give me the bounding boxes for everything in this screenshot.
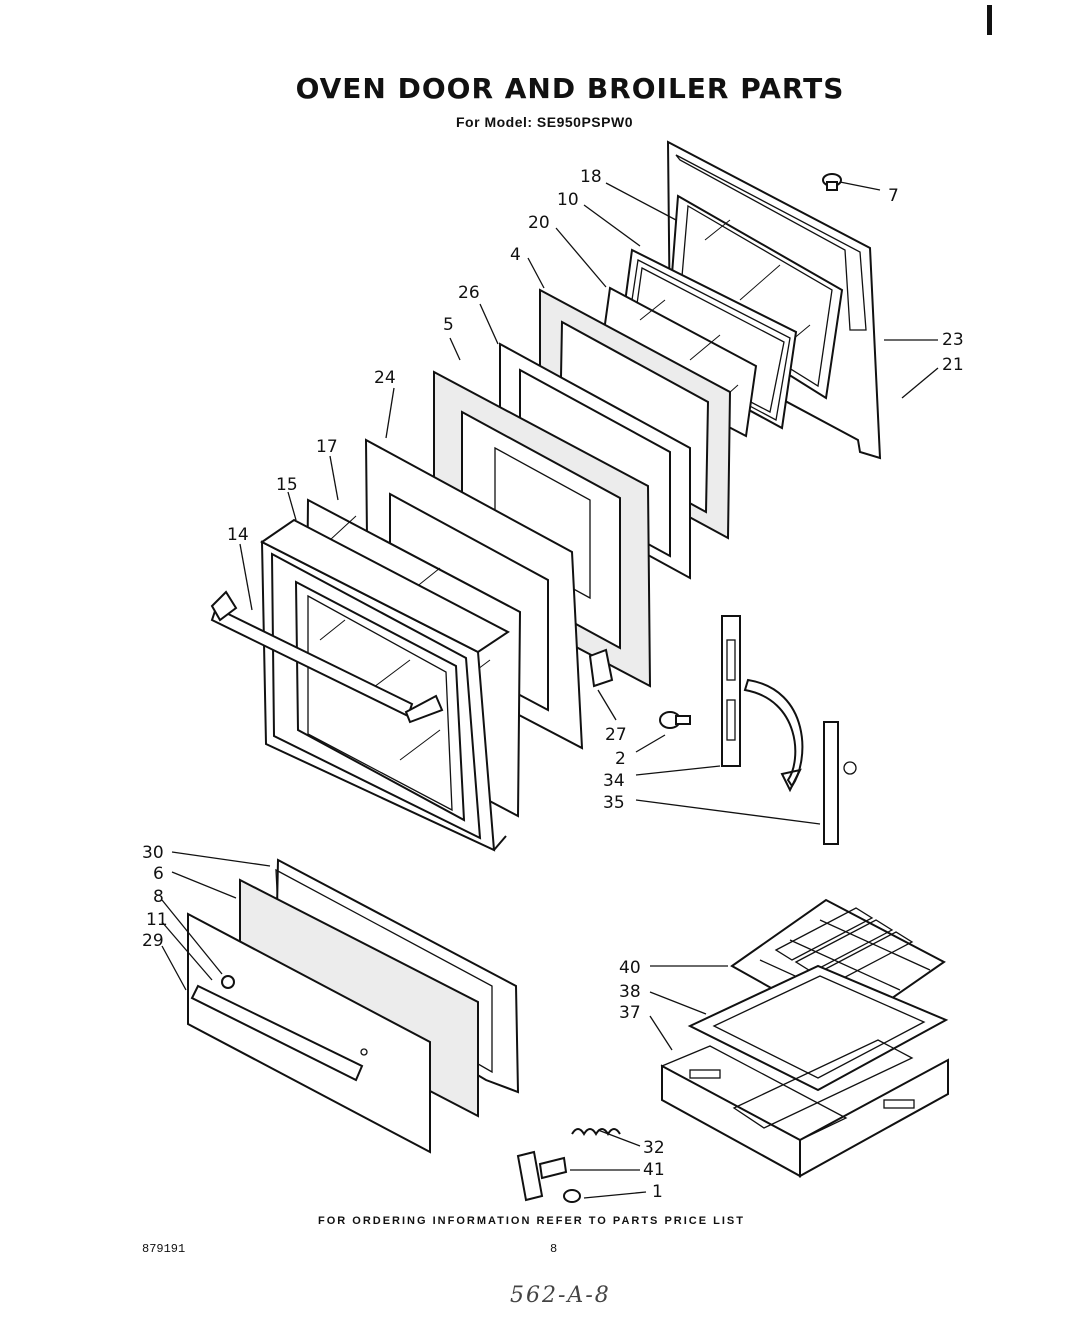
label-7: 7 — [888, 186, 899, 206]
label-34: 34 — [603, 771, 625, 791]
label-21: 21 — [942, 355, 964, 375]
page-title: OVEN DOOR AND BROILER PARTS — [295, 72, 845, 105]
model-subtitle: For Model: SE950PSPW0 — [456, 114, 633, 130]
part-34-hinge — [721, 615, 741, 767]
part-41-bracket — [516, 1150, 568, 1202]
part-35-hinge-receiver — [823, 721, 857, 845]
label-20: 20 — [528, 213, 550, 233]
page-number: 8 — [550, 1242, 558, 1256]
label-2: 2 — [615, 749, 626, 769]
label-5: 5 — [443, 315, 454, 335]
part-27-hinge-piece — [588, 648, 614, 688]
handwritten-note: 562-A-8 — [510, 1283, 611, 1308]
label-4: 4 — [510, 245, 521, 265]
label-35: 35 — [603, 793, 625, 813]
label-14: 14 — [227, 525, 249, 545]
label-41: 41 — [643, 1160, 665, 1180]
label-30: 30 — [142, 843, 164, 863]
hinge-hook-arm — [743, 678, 804, 793]
part-1-screw — [563, 1189, 581, 1203]
document-number: 879191 — [142, 1242, 186, 1256]
label-10: 10 — [557, 190, 579, 210]
leader-lines — [161, 181, 939, 1199]
label-27: 27 — [605, 725, 627, 745]
part-37-broiler-drawer — [660, 1039, 949, 1178]
scan-mark — [987, 5, 992, 35]
label-23: 23 — [942, 330, 964, 350]
ordering-note: FOR ORDERING INFORMATION REFER TO PARTS … — [318, 1215, 745, 1227]
label-11: 11 — [146, 910, 168, 930]
label-8: 8 — [153, 887, 164, 907]
label-18: 18 — [580, 167, 602, 187]
part-32-spring — [571, 1128, 621, 1136]
label-37: 37 — [619, 1003, 641, 1023]
part-38-broiler-pan — [687, 964, 949, 1092]
label-6: 6 — [153, 864, 164, 884]
label-1: 1 — [652, 1182, 663, 1202]
label-15: 15 — [276, 475, 298, 495]
part-2-stud — [659, 711, 691, 729]
label-38: 38 — [619, 982, 641, 1002]
label-29: 29 — [142, 931, 164, 951]
part-7-fastener — [822, 173, 842, 191]
label-26: 26 — [458, 283, 480, 303]
label-40: 40 — [619, 958, 641, 978]
part-labels: 18 10 7 20 4 26 23 21 5 24 17 15 14 27 2… — [142, 167, 964, 1202]
label-32: 32 — [643, 1138, 665, 1158]
label-17: 17 — [316, 437, 338, 457]
part-14-handle — [210, 590, 444, 724]
label-24: 24 — [374, 368, 396, 388]
part-29-drawer-front — [187, 912, 431, 1154]
